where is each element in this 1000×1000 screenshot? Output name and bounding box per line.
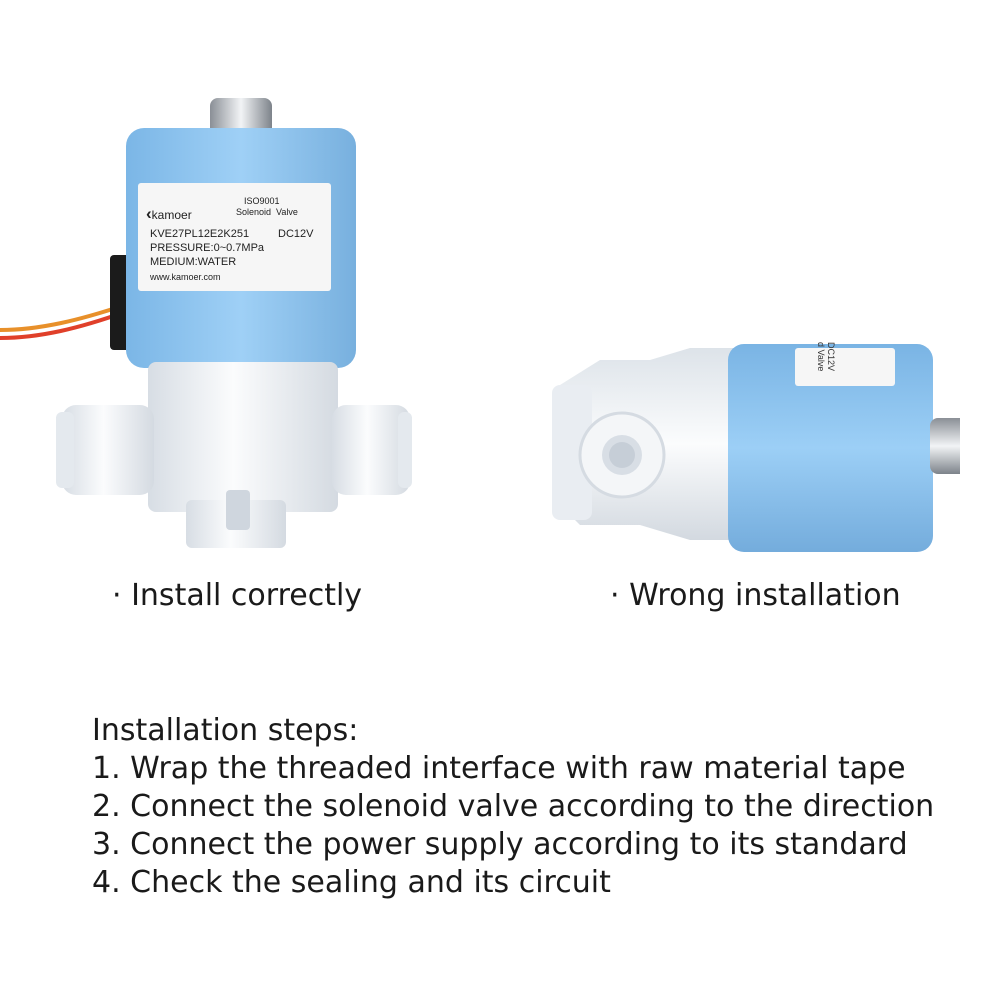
step-2: 2. Connect the solenoid valve according … (92, 789, 935, 824)
installation-steps: Installation steps: 1. Wrap the threaded… (92, 712, 934, 902)
valve-correct-photo (0, 98, 412, 548)
website-text: www.kamoer.com (150, 272, 221, 282)
right-label-text: DC12V d Valve (796, 342, 836, 402)
brand-name: kamoer (151, 208, 192, 222)
step-1: 1. Wrap the threaded interface with raw … (92, 751, 906, 786)
cert-text: ISO9001 (244, 196, 280, 206)
medium-text: MEDIUM:WATER (150, 256, 237, 268)
kamoer-logo: ‹ (146, 204, 152, 223)
caption-install-correctly: · Install correctly (112, 578, 363, 613)
model-text: KVE27PL12E2K251 (150, 228, 250, 240)
right-label-voltage: DC12V (826, 342, 836, 372)
steps-heading: Installation steps: (92, 713, 359, 748)
voltage-text: DC12V (278, 228, 314, 240)
step-3: 3. Connect the power supply according to… (92, 827, 908, 862)
step-4: 4. Check the sealing and its circuit (92, 865, 611, 900)
pressure-text: PRESSURE:0~0.7MPa (150, 242, 265, 254)
valve-wrong-photo (552, 344, 960, 552)
product-label: ‹kamoer ISO9001 Solenoid Valve KVE27PL12… (146, 192, 331, 292)
type-text: Solenoid Valve (236, 207, 298, 217)
right-label-type: d Valve (816, 342, 826, 372)
caption-wrong-installation: · Wrong installation (610, 578, 901, 613)
